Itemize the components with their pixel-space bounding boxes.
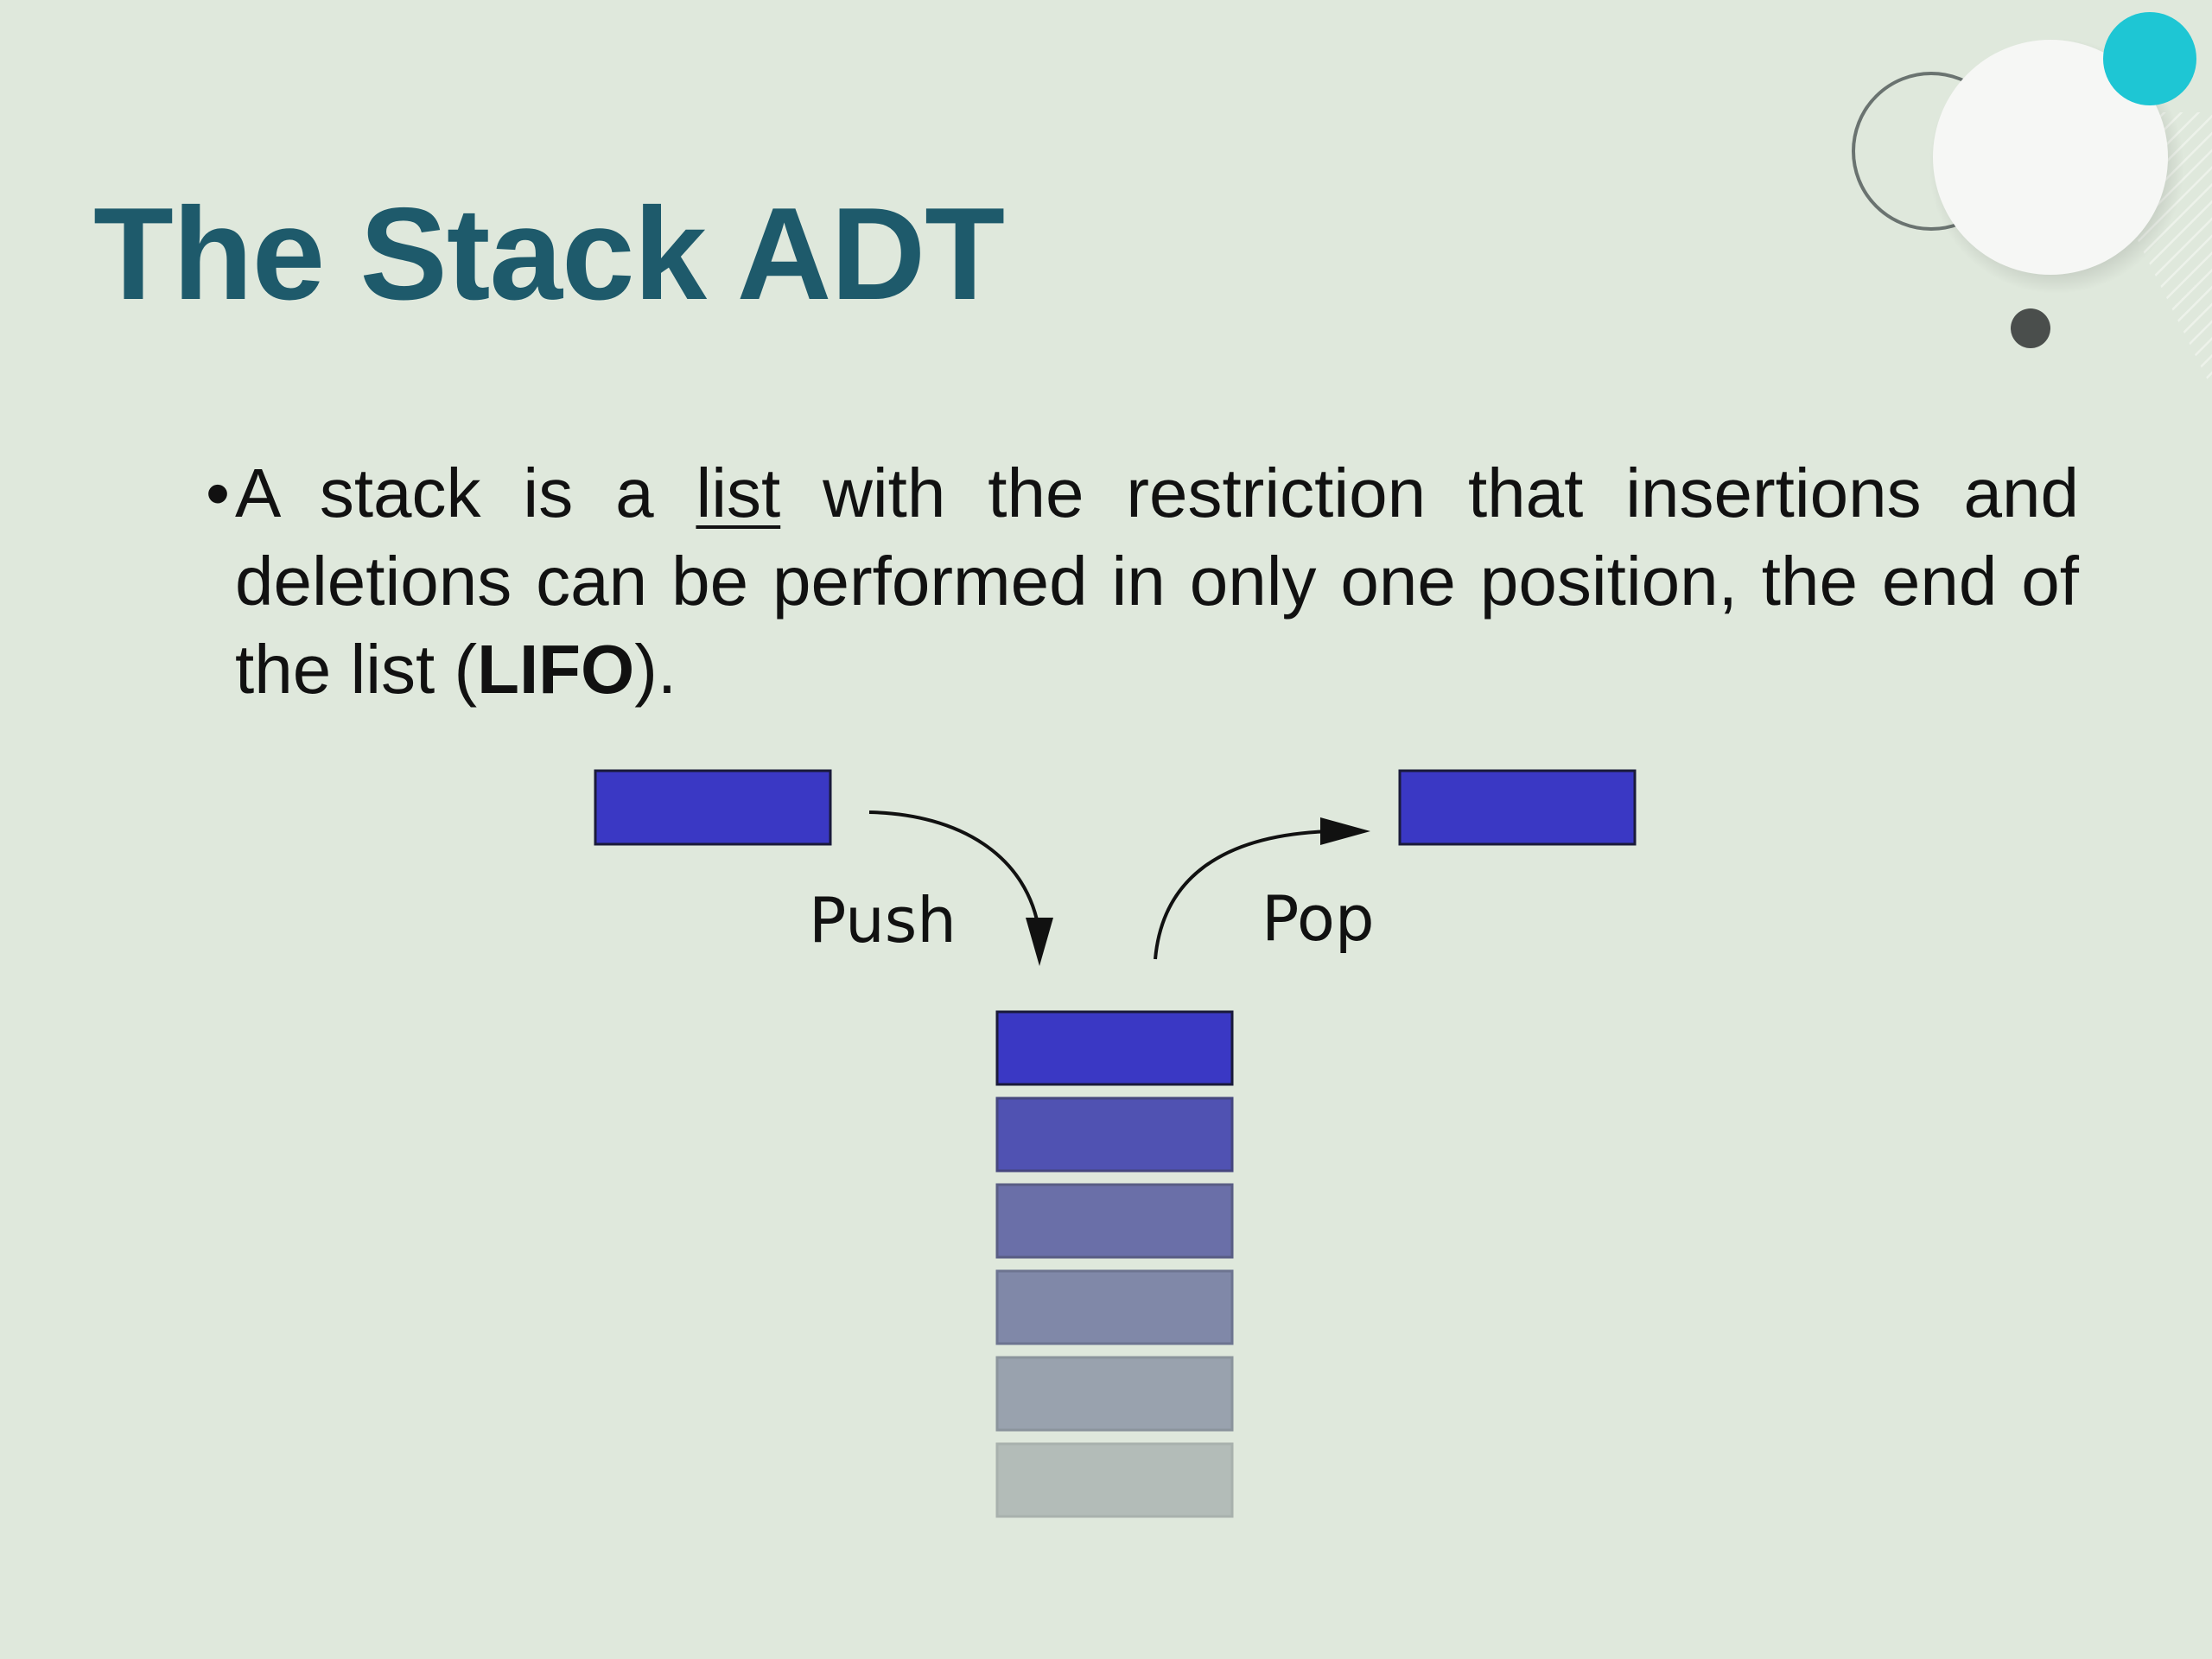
bullet-paragraph: •A stack is a list with the restriction … xyxy=(206,449,2079,714)
stack-block xyxy=(995,1356,1234,1432)
push-arrow xyxy=(868,810,1041,934)
slide-title: The Stack ADT xyxy=(93,181,1005,327)
push-block xyxy=(594,769,832,846)
pop-block xyxy=(1398,769,1637,846)
white-circle xyxy=(1933,40,2168,275)
stack-block xyxy=(995,1442,1234,1518)
stack-block xyxy=(995,1183,1234,1259)
dark-dot xyxy=(2011,308,2050,348)
bullet-marker: • xyxy=(206,454,231,531)
push-arrowhead xyxy=(1026,918,1053,966)
text-segment: with the restriction that insertions and… xyxy=(235,454,2079,708)
pop-arrow xyxy=(1154,830,1332,960)
pop-arrowhead xyxy=(1320,817,1370,845)
stack-block xyxy=(995,1269,1234,1345)
underlined-word: list xyxy=(696,454,781,531)
stack-block xyxy=(995,1096,1234,1173)
push-label: Push xyxy=(809,884,957,957)
teal-circle xyxy=(2103,12,2196,105)
text-segment: ). xyxy=(634,631,677,708)
stack-block xyxy=(995,1010,1234,1086)
bold-term: LIFO xyxy=(477,631,635,708)
pop-label: Pop xyxy=(1262,882,1375,955)
text-segment: A stack is a xyxy=(235,454,696,531)
